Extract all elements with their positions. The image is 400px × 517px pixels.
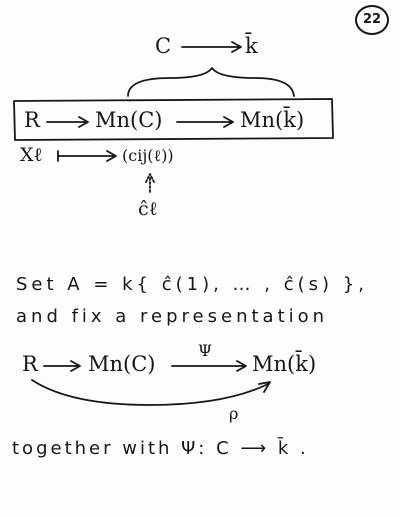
- arrow-upper: [181, 41, 242, 53]
- curve-rho: [31, 379, 271, 406]
- c-hat-symbol: ĉℓ: [138, 198, 158, 220]
- dotted-up-arrow: [145, 173, 155, 193]
- arrow-lower-1: [43, 360, 81, 372]
- upper-target: k̄: [245, 34, 258, 58]
- maps-to-arrow: [57, 150, 117, 162]
- lower-target: (cij(ℓ)): [122, 146, 174, 165]
- arrow-box-1: [46, 116, 89, 128]
- lower-right: Mn(k̄): [252, 352, 317, 376]
- lower-middle: Mn(C): [88, 352, 156, 376]
- upper-source: C: [155, 34, 172, 58]
- box-left: R: [24, 108, 40, 132]
- psi-label: Ψ: [198, 341, 213, 360]
- rho-label: ρ: [229, 404, 239, 423]
- box-middle: Mn(C): [95, 108, 163, 132]
- set-line: Set A = k{ ĉ(1), … , ĉ(s) },: [16, 274, 368, 295]
- fix-line: and fix a representation: [16, 306, 329, 327]
- arrow-box-2: [176, 116, 234, 128]
- box-right: Mn(k̄): [240, 108, 305, 132]
- arrow-lower-psi: [171, 360, 247, 372]
- together-line: together with Ψ: C ⟶ k̄ .: [12, 438, 309, 459]
- page-number: 22: [355, 5, 389, 35]
- brace: [127, 67, 295, 97]
- box-frame: [13, 98, 334, 141]
- lower-left: R: [22, 352, 38, 376]
- lower-source: Xℓ: [20, 144, 43, 166]
